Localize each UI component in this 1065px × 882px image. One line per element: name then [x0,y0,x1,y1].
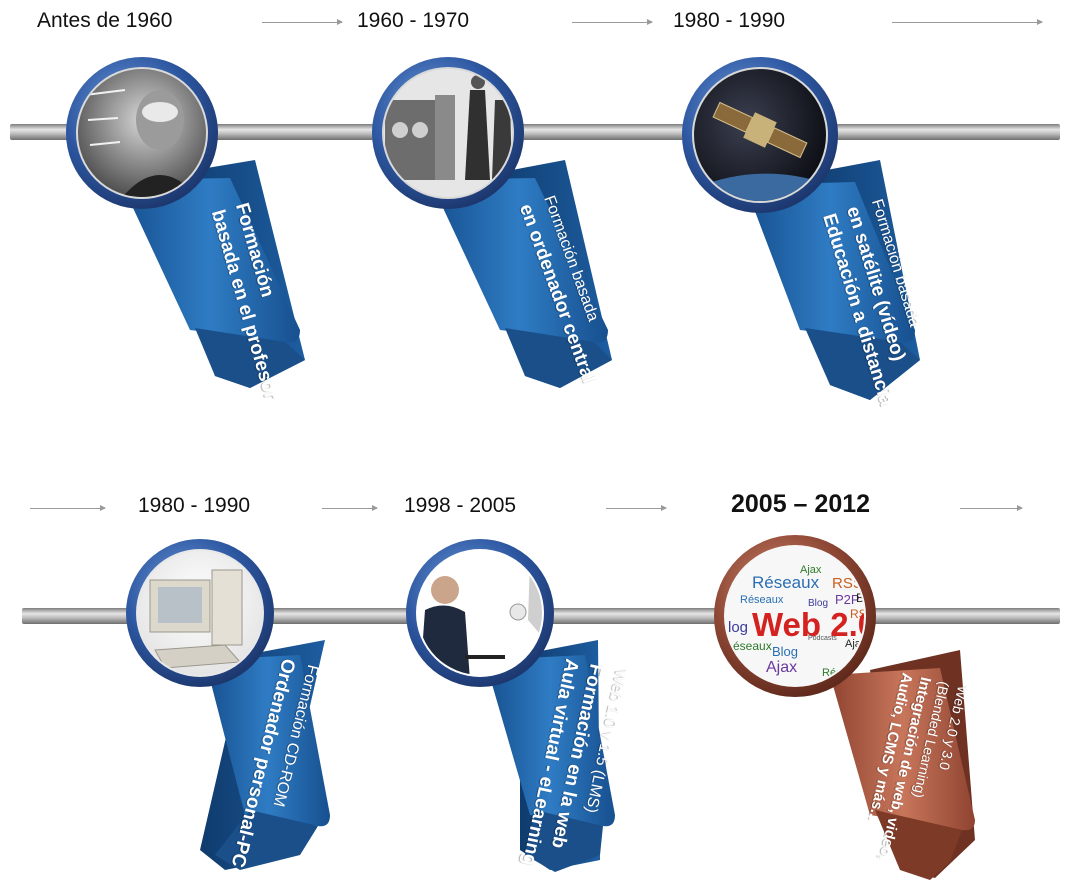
cloud-word-blog-3: Blog [772,644,798,659]
era-label-pre-1960: Antes de 1960 [37,9,173,32]
cloud-word-podcasts: Podcasts [808,635,837,642]
cloud-word-ajax-3: Ajax [766,659,797,676]
photo-ring-teacher [66,57,218,209]
cloud-main-web20: Web 2.0 [752,606,876,643]
arrow-2 [572,19,653,25]
arrow-7 [960,505,1023,511]
cloud-word-eseaux: éseaux [733,639,772,653]
era-label-1980-1990-pc: 1980 - 1990 [138,494,251,517]
ribbon-5 [485,640,615,872]
photo-ring-satellite [682,57,838,213]
ribbon-1 [120,160,305,388]
cloud-word-blog-1: Blog [808,598,828,609]
cloud-word-rss-1: RSS [832,575,863,592]
photo-ring-elearning [406,539,554,687]
arrow-4 [30,505,106,511]
cloud-word-blog-2: Blog [856,591,880,605]
cloud-word-rss-2: RSS [850,607,875,621]
arrow-1 [262,19,343,25]
cloud-word-ajax-1: Ajax [800,564,822,576]
ribbon-4 [200,640,330,870]
era-label-1960-1970: 1960 - 1970 [357,9,470,32]
cloud-word-log: log [728,619,748,636]
photo-ring-pc [126,539,274,687]
era-label-1998-2005: 1998 - 2005 [404,494,517,517]
arrow-6 [606,505,667,511]
era-label-1980-1990-satellite: 1980 - 1990 [673,9,786,32]
ribbon-2 [430,160,612,388]
cloud-word-reseaux-1: Réseaux [752,573,820,592]
ribbon-3 [745,160,920,400]
cloud-word-rese: Rése [822,667,848,679]
photo-ring-mainframe [372,57,524,209]
era-label-2005-2012: 2005 – 2012 [731,490,871,518]
ribbon-6 [830,650,975,880]
web-cloud-ring [714,535,876,697]
arrow-3 [892,19,1043,25]
cloud-word-p2p: P2P [835,592,860,607]
arrow-5 [322,505,378,511]
cloud-word-reseaux-2: Réseaux [740,594,784,606]
cloud-word-ajax-2: Ajax [845,638,867,650]
